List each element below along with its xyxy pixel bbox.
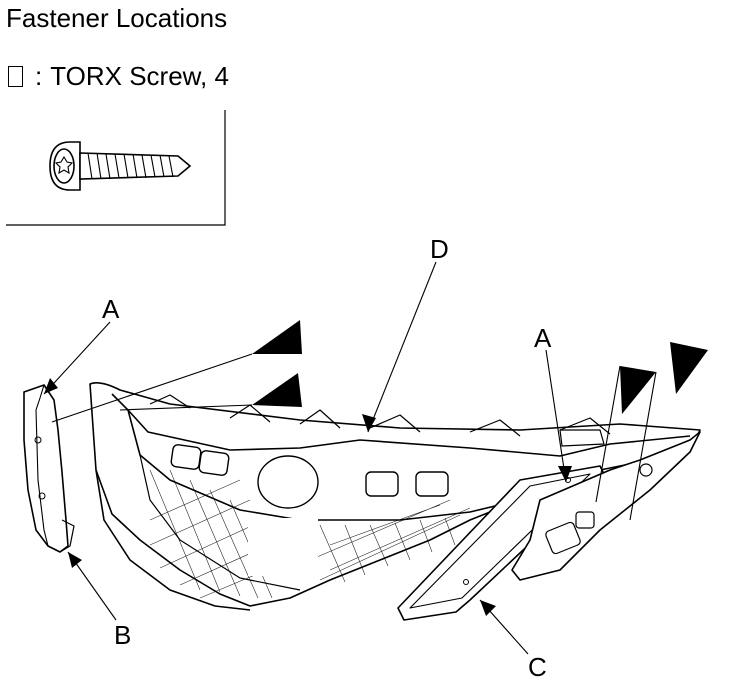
screw-inset [6, 110, 226, 226]
legend-square-icon [8, 65, 23, 87]
fastener-marker-4 [670, 342, 708, 394]
torx-screw-icon [49, 141, 192, 191]
arrow-a-right [558, 466, 572, 482]
grille-openings [170, 444, 449, 576]
grille-mesh [149, 469, 471, 599]
callout-d: D [430, 234, 449, 264]
leader-lines [43, 261, 657, 655]
fastener-markers [252, 320, 708, 414]
callout-b: B [114, 620, 131, 650]
callout-a-left: A [102, 294, 120, 324]
diagram-title: Fastener Locations [6, 3, 228, 33]
right-end-cover [397, 431, 701, 621]
fastener-marker-3 [620, 366, 656, 414]
callout-c: C [528, 652, 547, 682]
arrow-a-left [44, 378, 58, 394]
arrow-d [362, 414, 376, 432]
arrow-b [68, 552, 82, 568]
callout-a-right: A [534, 323, 552, 353]
fastener-marker-2 [252, 373, 302, 407]
fastener-marker-1 [252, 320, 302, 354]
fastener-legend: : TORX Screw, 4 [8, 60, 229, 92]
legend-separator: : [35, 61, 43, 91]
arrow-c [480, 600, 496, 616]
left-end-cover [23, 384, 75, 553]
legend-text: TORX Screw, 4 [50, 61, 229, 91]
arrowheads [44, 378, 572, 616]
